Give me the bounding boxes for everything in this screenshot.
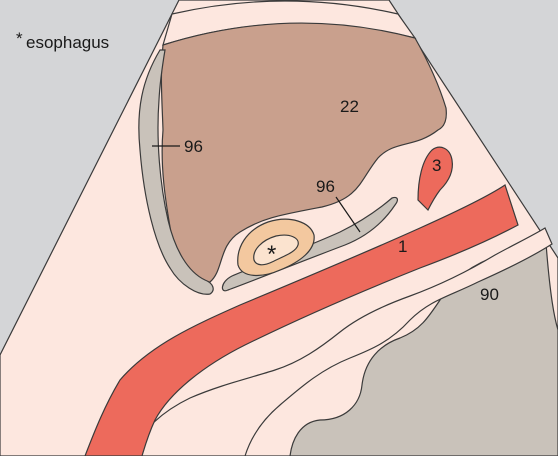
legend-text: esophagus — [26, 33, 109, 52]
label-crus-left: 96 — [184, 137, 203, 156]
label-liver: 22 — [340, 97, 359, 116]
label-aorta: 1 — [398, 237, 407, 256]
label-crus-right: 96 — [316, 177, 335, 196]
label-esophagus-mark: * — [267, 241, 276, 268]
label-vertebra: 90 — [480, 285, 499, 304]
label-celiac: 3 — [432, 156, 441, 175]
legend-asterisk: * — [16, 29, 23, 48]
